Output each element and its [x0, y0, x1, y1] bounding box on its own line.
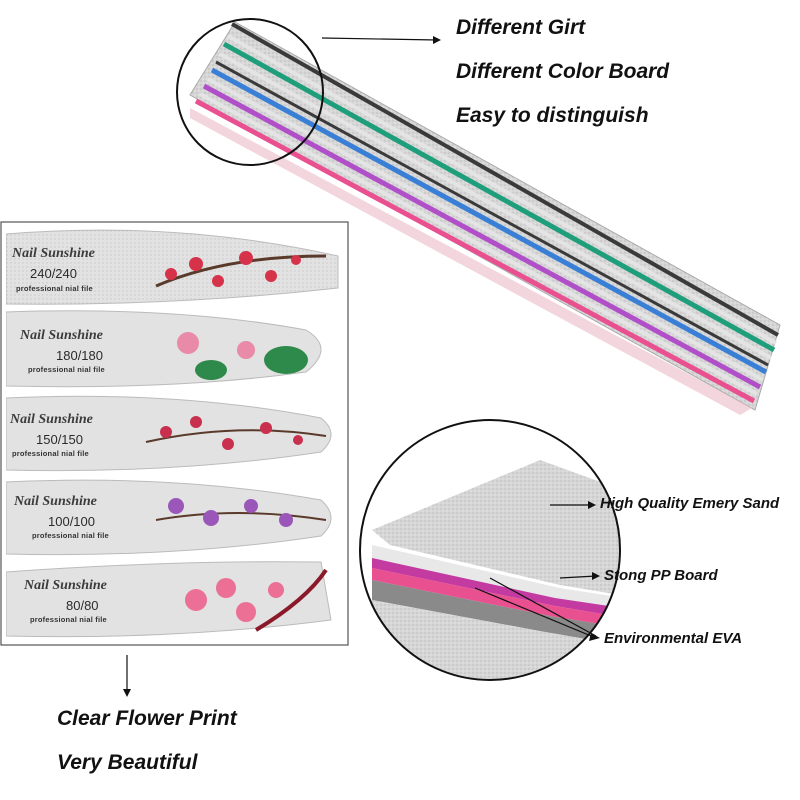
flower-print	[177, 332, 308, 380]
file-subtitle: professional nial file	[12, 449, 89, 458]
stripe-blue	[210, 67, 768, 375]
stripe-green	[222, 41, 776, 353]
callout-arrow-top	[321, 37, 438, 41]
callout-very-beautiful: Very Beautiful	[57, 751, 198, 774]
file-brand: Nail Sunshine	[20, 328, 103, 343]
file-subtitle: professional nial file	[28, 365, 105, 374]
callout-different-grit: Different Girt	[456, 16, 586, 39]
file-brand: Nail Sunshine	[10, 412, 93, 427]
nail-file-150	[6, 395, 332, 472]
file-subtitle: professional nial file	[16, 284, 93, 293]
flower-print	[155, 498, 327, 527]
flower-print	[155, 251, 327, 288]
file-panel-frame	[0, 221, 349, 646]
file-brand: Nail Sunshine	[14, 494, 97, 509]
file-grit: 240/240	[30, 266, 77, 281]
file-grit: 180/180	[56, 348, 103, 363]
nail-file-100	[6, 479, 332, 556]
callout-flower-print: Clear Flower Print	[57, 707, 237, 730]
file-subtitle: professional nial file	[32, 531, 109, 540]
stripe-black	[231, 22, 779, 337]
nail-file-80	[6, 561, 332, 638]
file-panel: Nail Sunshine 240/240 professional nial …	[6, 226, 346, 641]
magnifier-circle-top	[176, 18, 324, 166]
file-grit: 100/100	[48, 514, 95, 529]
nail-file-180	[6, 310, 322, 388]
file-subtitle: professional nial file	[30, 615, 107, 624]
stripe-purple	[202, 83, 762, 390]
file-grit: 150/150	[36, 432, 83, 447]
nail-file-240	[6, 229, 339, 305]
callout-pp-board: Stong PP Board	[604, 567, 718, 584]
callout-eva: Environmental EVA	[604, 630, 743, 647]
stripe-pink	[194, 98, 756, 404]
callout-easy-distinguish: Easy to distinguish	[456, 104, 649, 127]
stacked-files	[189, 21, 781, 415]
callout-different-color: Different Color Board	[456, 60, 670, 83]
flower-print	[185, 568, 328, 632]
flower-print	[145, 416, 327, 450]
file-grit: 80/80	[66, 598, 99, 613]
magnifier-circle-bottom	[359, 419, 621, 681]
callout-emery-sand: High Quality Emery Sand	[600, 495, 780, 512]
file-brand: Nail Sunshine	[24, 578, 107, 593]
file-brand: Nail Sunshine	[12, 246, 95, 261]
